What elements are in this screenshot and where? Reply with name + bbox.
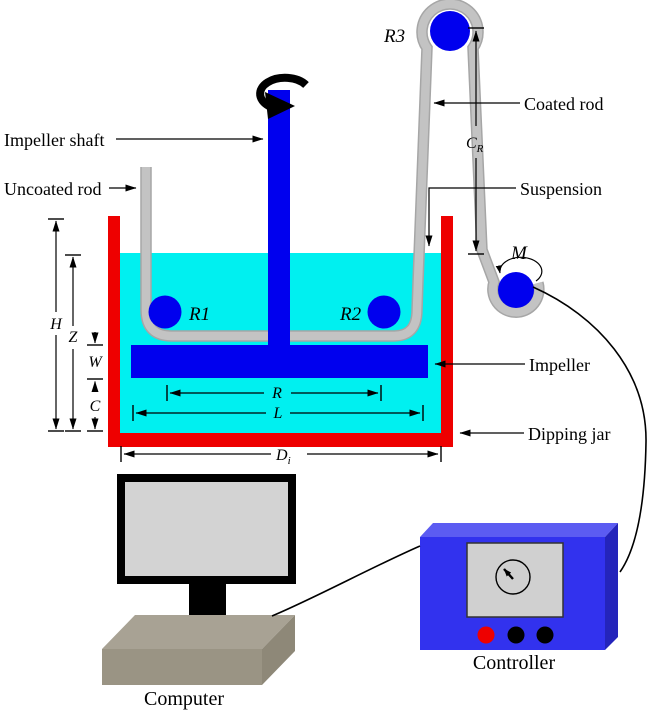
jar-bottom <box>108 433 453 447</box>
dimension-C: C <box>87 398 103 432</box>
dimension-L: L <box>132 405 424 422</box>
dial-gauge-icon <box>495 559 531 595</box>
callout-impeller: Impeller <box>434 355 590 375</box>
roller-r3-label: R3 <box>383 26 405 47</box>
suspension-leader <box>425 187 516 247</box>
controller-display-panel <box>466 542 564 618</box>
base-front-face <box>102 649 262 685</box>
impeller-shaft-label: Impeller shaft <box>4 130 104 150</box>
dim-label-R: R <box>271 385 282 402</box>
dimension-W: W <box>87 332 103 392</box>
dim-label-Z: Z <box>69 329 79 346</box>
suspension-label: Suspension <box>520 179 602 199</box>
controller-label: Controller <box>473 652 556 674</box>
coated-rod-belt <box>140 0 545 342</box>
computer-label: Computer <box>144 688 224 710</box>
dim-label-Di: Di <box>275 447 291 467</box>
coated-rod-label: Coated rod <box>524 94 603 114</box>
rod-fill <box>141 0 544 341</box>
jar-left-wall <box>108 216 120 447</box>
roller-r1-label: R1 <box>188 304 210 325</box>
controller-button-black-1[interactable] <box>507 626 525 644</box>
monitor-screen <box>125 482 288 576</box>
dim-label-CR: CR <box>466 135 484 155</box>
controller-side-face <box>605 523 618 650</box>
computer: Computer <box>102 474 296 710</box>
dim-label-L: L <box>273 405 283 422</box>
controller-button-red[interactable] <box>477 626 495 644</box>
rotation-arrowhead <box>265 92 295 119</box>
callout-impeller-shaft: Impeller shaft <box>4 130 264 150</box>
motor-rotation-arc <box>495 256 543 282</box>
roller-r1 <box>148 295 182 329</box>
dim-label-W: W <box>88 354 103 371</box>
roller-r2-label: R2 <box>339 304 362 325</box>
base-side-face <box>262 615 295 685</box>
computer-controller-cable <box>271 545 421 617</box>
motor-rotation-arrow-icon <box>495 256 543 282</box>
dipping-jar-label: Dipping jar <box>528 424 611 444</box>
callout-coated-rod: Coated rod <box>433 94 603 114</box>
rollers <box>148 11 534 329</box>
impeller-assembly <box>131 90 428 378</box>
dim-label-H: H <box>49 316 63 333</box>
roller-r3 <box>430 11 470 51</box>
callout-dipping-jar: Dipping jar <box>459 424 611 444</box>
impeller-blade <box>131 345 428 378</box>
motor-pulley <box>498 272 534 308</box>
callout-suspension: Suspension <box>425 179 602 247</box>
dimension-CR: CR <box>466 27 484 255</box>
dial-needle-icon <box>503 568 514 580</box>
cables <box>271 286 647 617</box>
uncoated-rod-label: Uncoated rod <box>4 179 101 199</box>
controller-top-face <box>420 523 618 537</box>
dimension-H: H <box>48 218 64 432</box>
rotation-arc <box>256 73 309 111</box>
motor-label: M <box>510 243 528 264</box>
dimension-Z: Z <box>65 254 81 432</box>
controller: Controller <box>420 523 618 674</box>
dipping-jar <box>108 216 453 447</box>
jar-right-wall <box>441 216 453 447</box>
dimension-Di: Di <box>120 446 442 467</box>
impeller-label: Impeller <box>529 355 590 375</box>
base-top-face <box>102 615 295 649</box>
dim-label-C: C <box>90 398 101 415</box>
motor-controller-cable <box>532 286 647 573</box>
dimension-R: R <box>166 385 382 402</box>
shaft-rotation-arrow-icon <box>256 73 309 119</box>
impeller-shaft <box>268 90 290 346</box>
callout-uncoated-rod: Uncoated rod <box>4 179 137 199</box>
roller-r2 <box>367 295 401 329</box>
controller-button-black-2[interactable] <box>536 626 554 644</box>
